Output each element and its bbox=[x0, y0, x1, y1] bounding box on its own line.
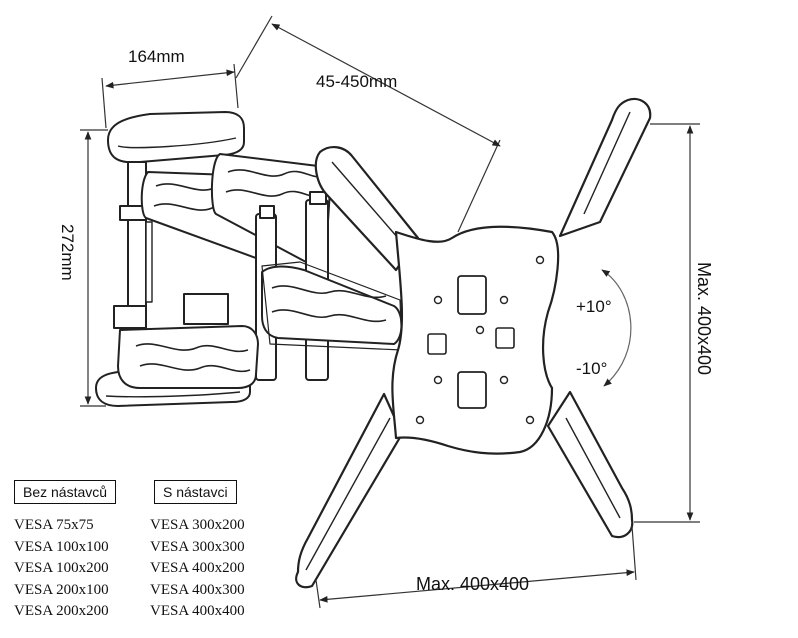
legend-list-with-adapter: VESA 300x200 VESA 300x300 VESA 400x200 V… bbox=[150, 515, 245, 623]
height-left-label: 272mm bbox=[58, 224, 77, 281]
vesa-size-item: VESA 300x300 bbox=[150, 538, 245, 555]
arm-extension-label: 45-450mm bbox=[316, 72, 397, 91]
vesa-size-item: VESA 75x75 bbox=[14, 517, 94, 533]
legend-list-without-adapter: VESA 75x75 VESA 100x100 VESA 100x200 VES… bbox=[14, 515, 109, 623]
tilt-down-label: -10° bbox=[576, 359, 607, 378]
vesa-size-item: VESA 100x100 bbox=[14, 538, 109, 555]
articulating-arms bbox=[117, 153, 403, 389]
legend-title-without-adapter: Bez nástavců bbox=[14, 480, 117, 504]
vesa-size-item: VESA 400x300 bbox=[150, 581, 245, 598]
max-horizontal-label: Max. 400x400 bbox=[416, 574, 529, 594]
max-vertical-label: Max. 400x400 bbox=[694, 262, 714, 375]
vesa-size-item: VESA 200x200 bbox=[14, 603, 109, 619]
vesa-size-item: VESA 400x400 bbox=[150, 603, 245, 619]
legend-title-with-adapter: S nástavci bbox=[154, 480, 237, 504]
width-top-label: 164mm bbox=[128, 47, 185, 66]
vesa-bracket bbox=[295, 97, 652, 589]
vesa-size-item: VESA 200x100 bbox=[14, 581, 109, 598]
tilt-up-label: +10° bbox=[576, 297, 612, 316]
vesa-size-item: VESA 300x200 bbox=[150, 517, 245, 533]
dimension-lines bbox=[80, 15, 700, 609]
tilt-arc bbox=[601, 269, 632, 387]
vesa-size-item: VESA 400x200 bbox=[150, 560, 245, 576]
vesa-size-item: VESA 100x200 bbox=[14, 560, 109, 576]
